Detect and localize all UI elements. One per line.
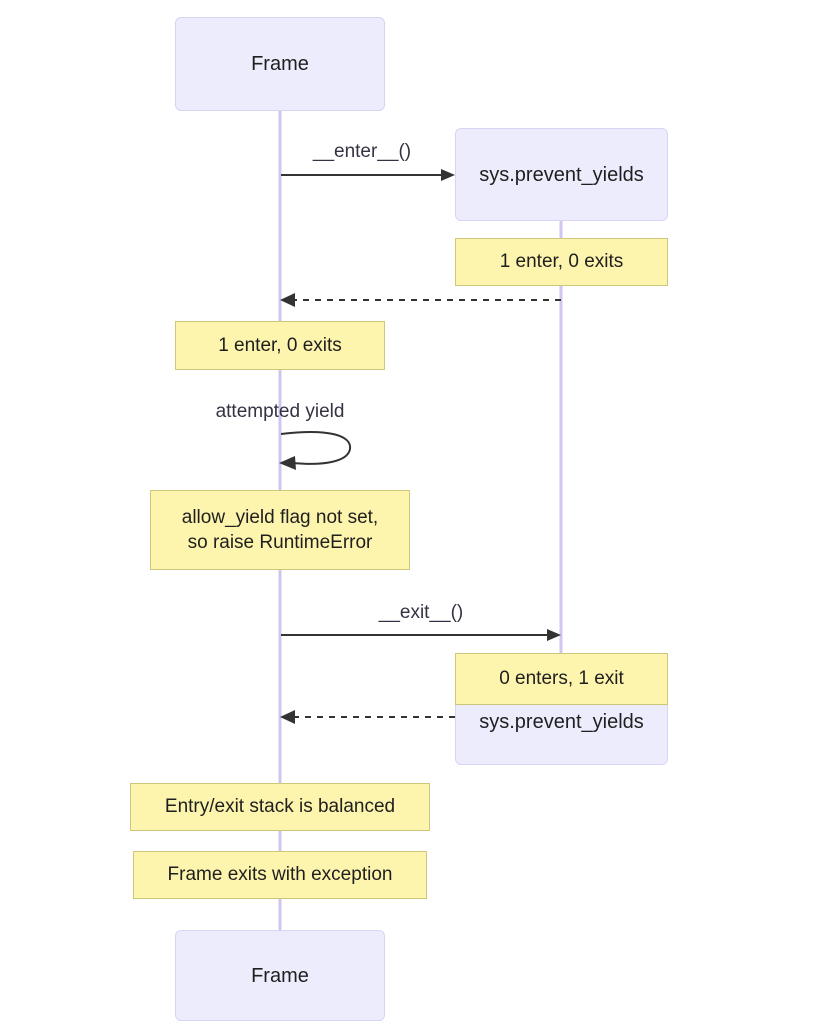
message-exit-arrow	[281, 629, 561, 641]
note-allow-yield-text: allow_yield flag not set, so raise Runti…	[181, 506, 379, 553]
note-exit-count-text: 0 enters, 1 exit	[499, 668, 624, 690]
actor-prevent-yields-bottom-label: sys.prevent_yields	[479, 711, 644, 733]
message-enter-arrow	[281, 169, 455, 181]
message-exit-label: __exit__()	[378, 602, 464, 623]
actor-frame-top[interactable]: Frame	[175, 17, 385, 111]
message-attempted-yield-arrow	[279, 431, 352, 470]
note-enter-count-right[interactable]: 1 enter, 0 exits	[455, 238, 668, 286]
note-stack-balanced-text: Entry/exit stack is balanced	[164, 796, 396, 818]
message-attempted-yield-label: attempted yield	[215, 401, 345, 422]
note-enter-count-left-text: 1 enter, 0 exits	[218, 334, 342, 356]
note-stack-balanced[interactable]: Entry/exit stack is balanced	[130, 783, 430, 831]
note-enter-count-right-text: 1 enter, 0 exits	[499, 251, 624, 273]
message-return-enter-arrow	[280, 293, 561, 307]
note-exit-count[interactable]: 0 enters, 1 exit	[455, 653, 668, 705]
note-allow-yield[interactable]: allow_yield flag not set, so raise Runti…	[150, 490, 410, 570]
note-enter-count-left[interactable]: 1 enter, 0 exits	[175, 321, 385, 370]
message-enter-label: __enter__()	[312, 141, 412, 162]
actor-frame-bottom-label: Frame	[251, 964, 309, 987]
note-frame-exception-text: Frame exits with exception	[167, 864, 393, 886]
actor-prevent-yields-top-label: sys.prevent_yields	[479, 163, 644, 186]
actor-prevent-yields-top[interactable]: sys.prevent_yields	[455, 128, 668, 221]
message-return-exit-arrow	[280, 710, 455, 724]
actor-frame-bottom[interactable]: Frame	[175, 930, 385, 1021]
note-frame-exception[interactable]: Frame exits with exception	[133, 851, 427, 899]
actor-frame-top-label: Frame	[251, 53, 309, 75]
